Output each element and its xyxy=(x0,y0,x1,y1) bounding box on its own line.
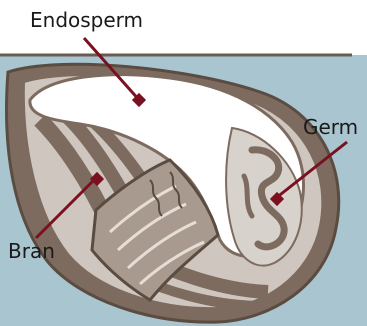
germ-label: Germ xyxy=(303,117,358,137)
endosperm-label: Endosperm xyxy=(30,10,143,30)
bran-label: Bran xyxy=(8,241,55,261)
